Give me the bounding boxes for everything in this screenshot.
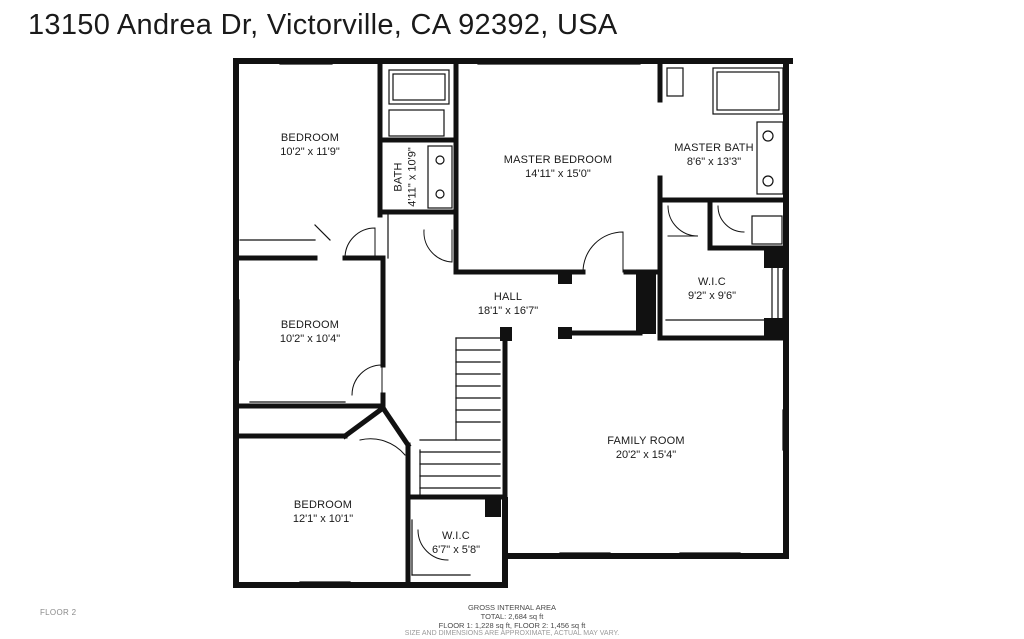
room-name: BEDROOM — [280, 319, 340, 331]
room-dims: 4'11" x 10'9" — [406, 147, 418, 207]
room-label-hall: HALL 18'1" x 16'7" — [478, 291, 538, 319]
room-name: W.I.C — [442, 530, 470, 542]
room-label-master-bath: MASTER BATH 8'6" x 13'3" — [674, 142, 754, 170]
room-name: MASTER BEDROOM — [503, 154, 613, 166]
room-dims: 9'2" x 9'6" — [687, 289, 737, 302]
room-label-bedroom-1: BEDROOM 10'2" x 11'9" — [280, 132, 340, 160]
area-total: TOTAL: 2,684 sq ft — [480, 612, 544, 622]
room-name: BEDROOM — [293, 499, 353, 511]
floor-label: FLOOR 2 — [40, 608, 77, 617]
room-dims: 20'2" x 15'4" — [615, 448, 677, 461]
area-summary: GROSS INTERNAL AREA TOTAL: 2,684 sq ft F… — [405, 603, 619, 639]
wall-posts — [485, 248, 786, 517]
room-name: BATH — [392, 162, 405, 192]
area-floors: FLOOR 1: 1,228 sq ft, FLOOR 2: 1,456 sq … — [438, 621, 586, 631]
room-name: MASTER BATH — [674, 142, 754, 154]
area-heading: GROSS INTERNAL AREA — [467, 603, 557, 612]
room-dims: 8'6" x 13'3" — [686, 155, 742, 168]
room-label-wic-small: W.I.C 6'7" x 5'8" — [432, 530, 480, 558]
room-label-bedroom-2: BEDROOM 10'2" x 10'4" — [280, 319, 340, 347]
room-name: BEDROOM — [280, 132, 340, 144]
area-disclaimer: SIZE AND DIMENSIONS ARE APPROXIMATE, ACT… — [404, 630, 620, 638]
room-dims: 12'1" x 10'1" — [292, 512, 354, 525]
room-dims: 6'7" x 5'8" — [431, 543, 481, 556]
interior-walls — [233, 58, 789, 588]
room-dims: 18'1" x 16'7" — [477, 304, 539, 317]
room-dims: 10'2" x 11'9" — [280, 145, 340, 158]
room-dims: 14'11" x 15'0" — [525, 167, 591, 180]
room-label-wic-master: W.I.C 9'2" x 9'6" — [688, 276, 736, 304]
door-swings — [344, 205, 745, 561]
fixtures — [238, 63, 784, 583]
room-label-family-room: FAMILY ROOM 20'2" x 15'4" — [607, 435, 685, 463]
room-name: W.I.C — [698, 276, 726, 288]
room-label-bedroom-3: BEDROOM 12'1" x 10'1" — [293, 499, 353, 527]
room-label-master-bedroom: MASTER BEDROOM 14'11" x 15'0" — [504, 154, 613, 182]
page-title: 13150 Andrea Dr, Victorville, CA 92392, … — [28, 9, 618, 41]
room-name: HALL — [493, 291, 523, 303]
room-name: FAMILY ROOM — [607, 435, 685, 447]
room-label-bath: BATH 4'11" x 10'9" — [392, 147, 420, 207]
room-dims: 10'2" x 10'4" — [279, 332, 341, 345]
